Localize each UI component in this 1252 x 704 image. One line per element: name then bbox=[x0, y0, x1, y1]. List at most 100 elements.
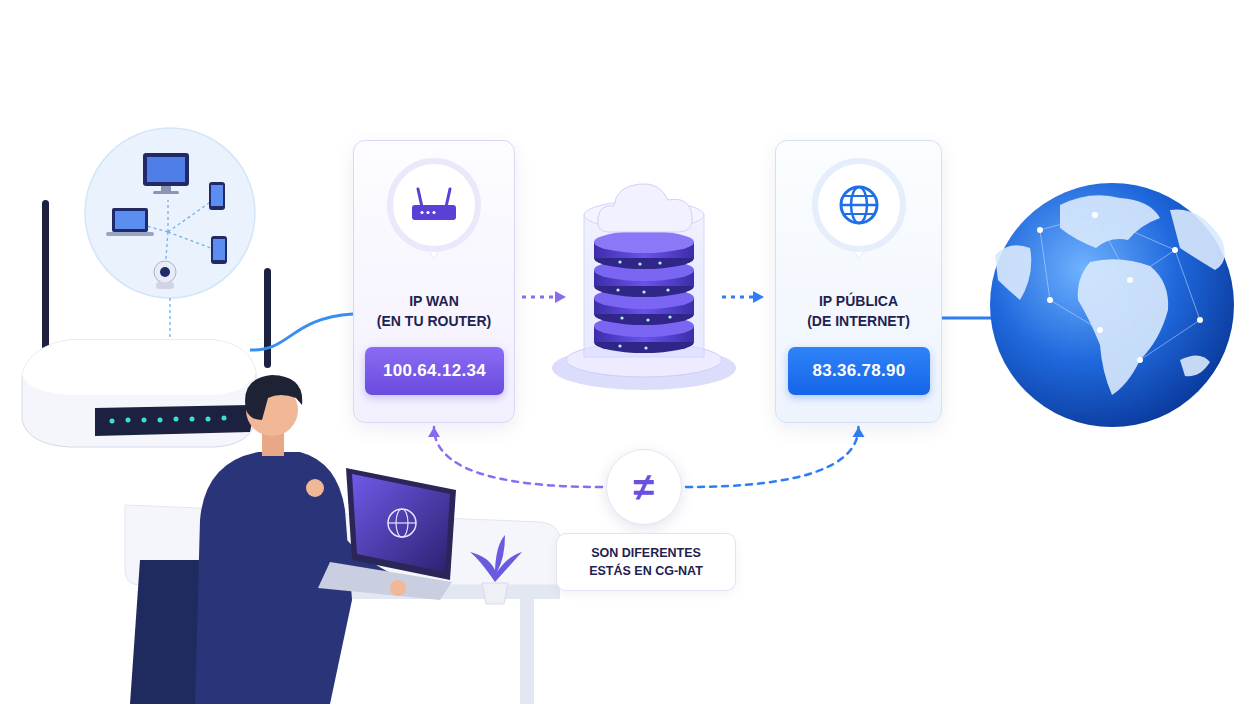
globe bbox=[1197, 317, 1203, 323]
person-at-desk bbox=[482, 583, 508, 604]
globe-icon bbox=[809, 155, 909, 265]
flow-arrow bbox=[722, 296, 754, 299]
globe-icon bbox=[844, 195, 874, 197]
person-at-desk bbox=[388, 509, 416, 537]
flow-arrow bbox=[555, 291, 566, 303]
router bbox=[264, 268, 271, 368]
cgnat-server bbox=[658, 261, 661, 264]
devices-bubble bbox=[167, 200, 168, 232]
devices-bubble bbox=[160, 267, 170, 277]
router bbox=[110, 416, 227, 424]
cgnat-server bbox=[620, 316, 623, 319]
globe bbox=[1170, 209, 1225, 270]
globe bbox=[990, 183, 1234, 427]
devices-bubble bbox=[106, 232, 154, 236]
cgnat-server bbox=[666, 288, 669, 291]
devices-bubble bbox=[156, 282, 174, 289]
devices-bubble bbox=[85, 128, 255, 342]
globe bbox=[1092, 212, 1098, 218]
node-text: ≠ bbox=[634, 468, 655, 506]
router bbox=[142, 418, 147, 423]
router bbox=[22, 340, 256, 447]
router bbox=[158, 418, 163, 423]
router bbox=[174, 417, 179, 422]
person-at-desk bbox=[306, 479, 324, 497]
flow-arrow bbox=[522, 291, 764, 303]
cgnat-server bbox=[646, 318, 649, 321]
cgnat-server bbox=[616, 288, 619, 291]
node-text: IP PÚBLICA bbox=[819, 291, 898, 311]
devices-bubble bbox=[213, 239, 225, 260]
globe bbox=[1047, 297, 1053, 303]
globe-icon bbox=[844, 213, 874, 215]
globe bbox=[1037, 212, 1203, 363]
node-text: 100.64.12.34 bbox=[383, 361, 486, 381]
devices-bubble bbox=[115, 211, 145, 229]
cgnat-server bbox=[618, 344, 621, 347]
globe bbox=[1095, 215, 1175, 250]
ip-address-pill: 83.36.78.90 bbox=[788, 347, 930, 395]
flow-arrow bbox=[522, 296, 556, 299]
not-equal-badge: ≠ bbox=[606, 449, 682, 525]
person-at-desk bbox=[125, 375, 560, 704]
globe bbox=[1180, 355, 1210, 376]
globe bbox=[1040, 215, 1200, 360]
node-text: 83.36.78.90 bbox=[812, 361, 905, 381]
globe bbox=[942, 317, 992, 320]
globe bbox=[1040, 215, 1200, 360]
router-icon bbox=[432, 211, 435, 214]
router bbox=[42, 200, 49, 350]
arrow-head bbox=[853, 427, 865, 437]
router bbox=[22, 200, 271, 447]
cgnat-server bbox=[616, 260, 671, 349]
router-icon bbox=[412, 205, 456, 220]
devices-bubble bbox=[211, 185, 223, 206]
cgnat-server bbox=[552, 184, 736, 390]
person-at-desk bbox=[245, 375, 302, 420]
devices-bubble bbox=[85, 128, 255, 298]
router-icon bbox=[384, 155, 484, 265]
person-at-desk bbox=[388, 522, 416, 523]
router-icon bbox=[446, 189, 450, 207]
router-icon bbox=[390, 161, 478, 249]
cgnat-server bbox=[594, 231, 694, 353]
router bbox=[22, 340, 256, 395]
person-at-desk bbox=[390, 580, 406, 596]
globe bbox=[1127, 277, 1133, 283]
cable bbox=[250, 314, 353, 350]
router bbox=[222, 416, 227, 421]
devices-bubble bbox=[154, 261, 176, 283]
devices-bubble bbox=[168, 198, 216, 232]
globe bbox=[1172, 247, 1178, 253]
ip-card: IP WAN(EN TU ROUTER)100.64.12.34 bbox=[353, 140, 515, 423]
cgnat-server bbox=[638, 262, 641, 265]
person-at-desk bbox=[352, 474, 450, 572]
globe-icon bbox=[841, 187, 877, 223]
devices-bubble bbox=[169, 298, 170, 342]
globe bbox=[995, 245, 1031, 300]
flow-arrow bbox=[753, 291, 764, 303]
router bbox=[95, 405, 252, 436]
devices-bubble bbox=[211, 236, 227, 264]
person-at-desk bbox=[318, 562, 452, 600]
dashed-connector bbox=[686, 427, 859, 487]
cgnat-server bbox=[594, 231, 694, 253]
globe-icon bbox=[841, 204, 877, 207]
dashed-connector bbox=[434, 427, 602, 487]
router bbox=[190, 417, 195, 422]
globe-icon bbox=[815, 161, 903, 249]
cgnat-server bbox=[618, 260, 621, 263]
devices-bubble bbox=[168, 232, 216, 250]
node-subtext: (EN TU ROUTER) bbox=[377, 311, 491, 331]
devices-bubble bbox=[112, 208, 148, 232]
globe bbox=[1078, 259, 1168, 395]
arrow-head bbox=[428, 427, 440, 437]
cgnat-server bbox=[598, 184, 693, 232]
node-text: SON DIFERENTES ESTÁS EN CG-NAT bbox=[579, 544, 714, 580]
globe bbox=[1037, 227, 1043, 233]
router-icon bbox=[418, 189, 422, 207]
router bbox=[126, 418, 131, 423]
